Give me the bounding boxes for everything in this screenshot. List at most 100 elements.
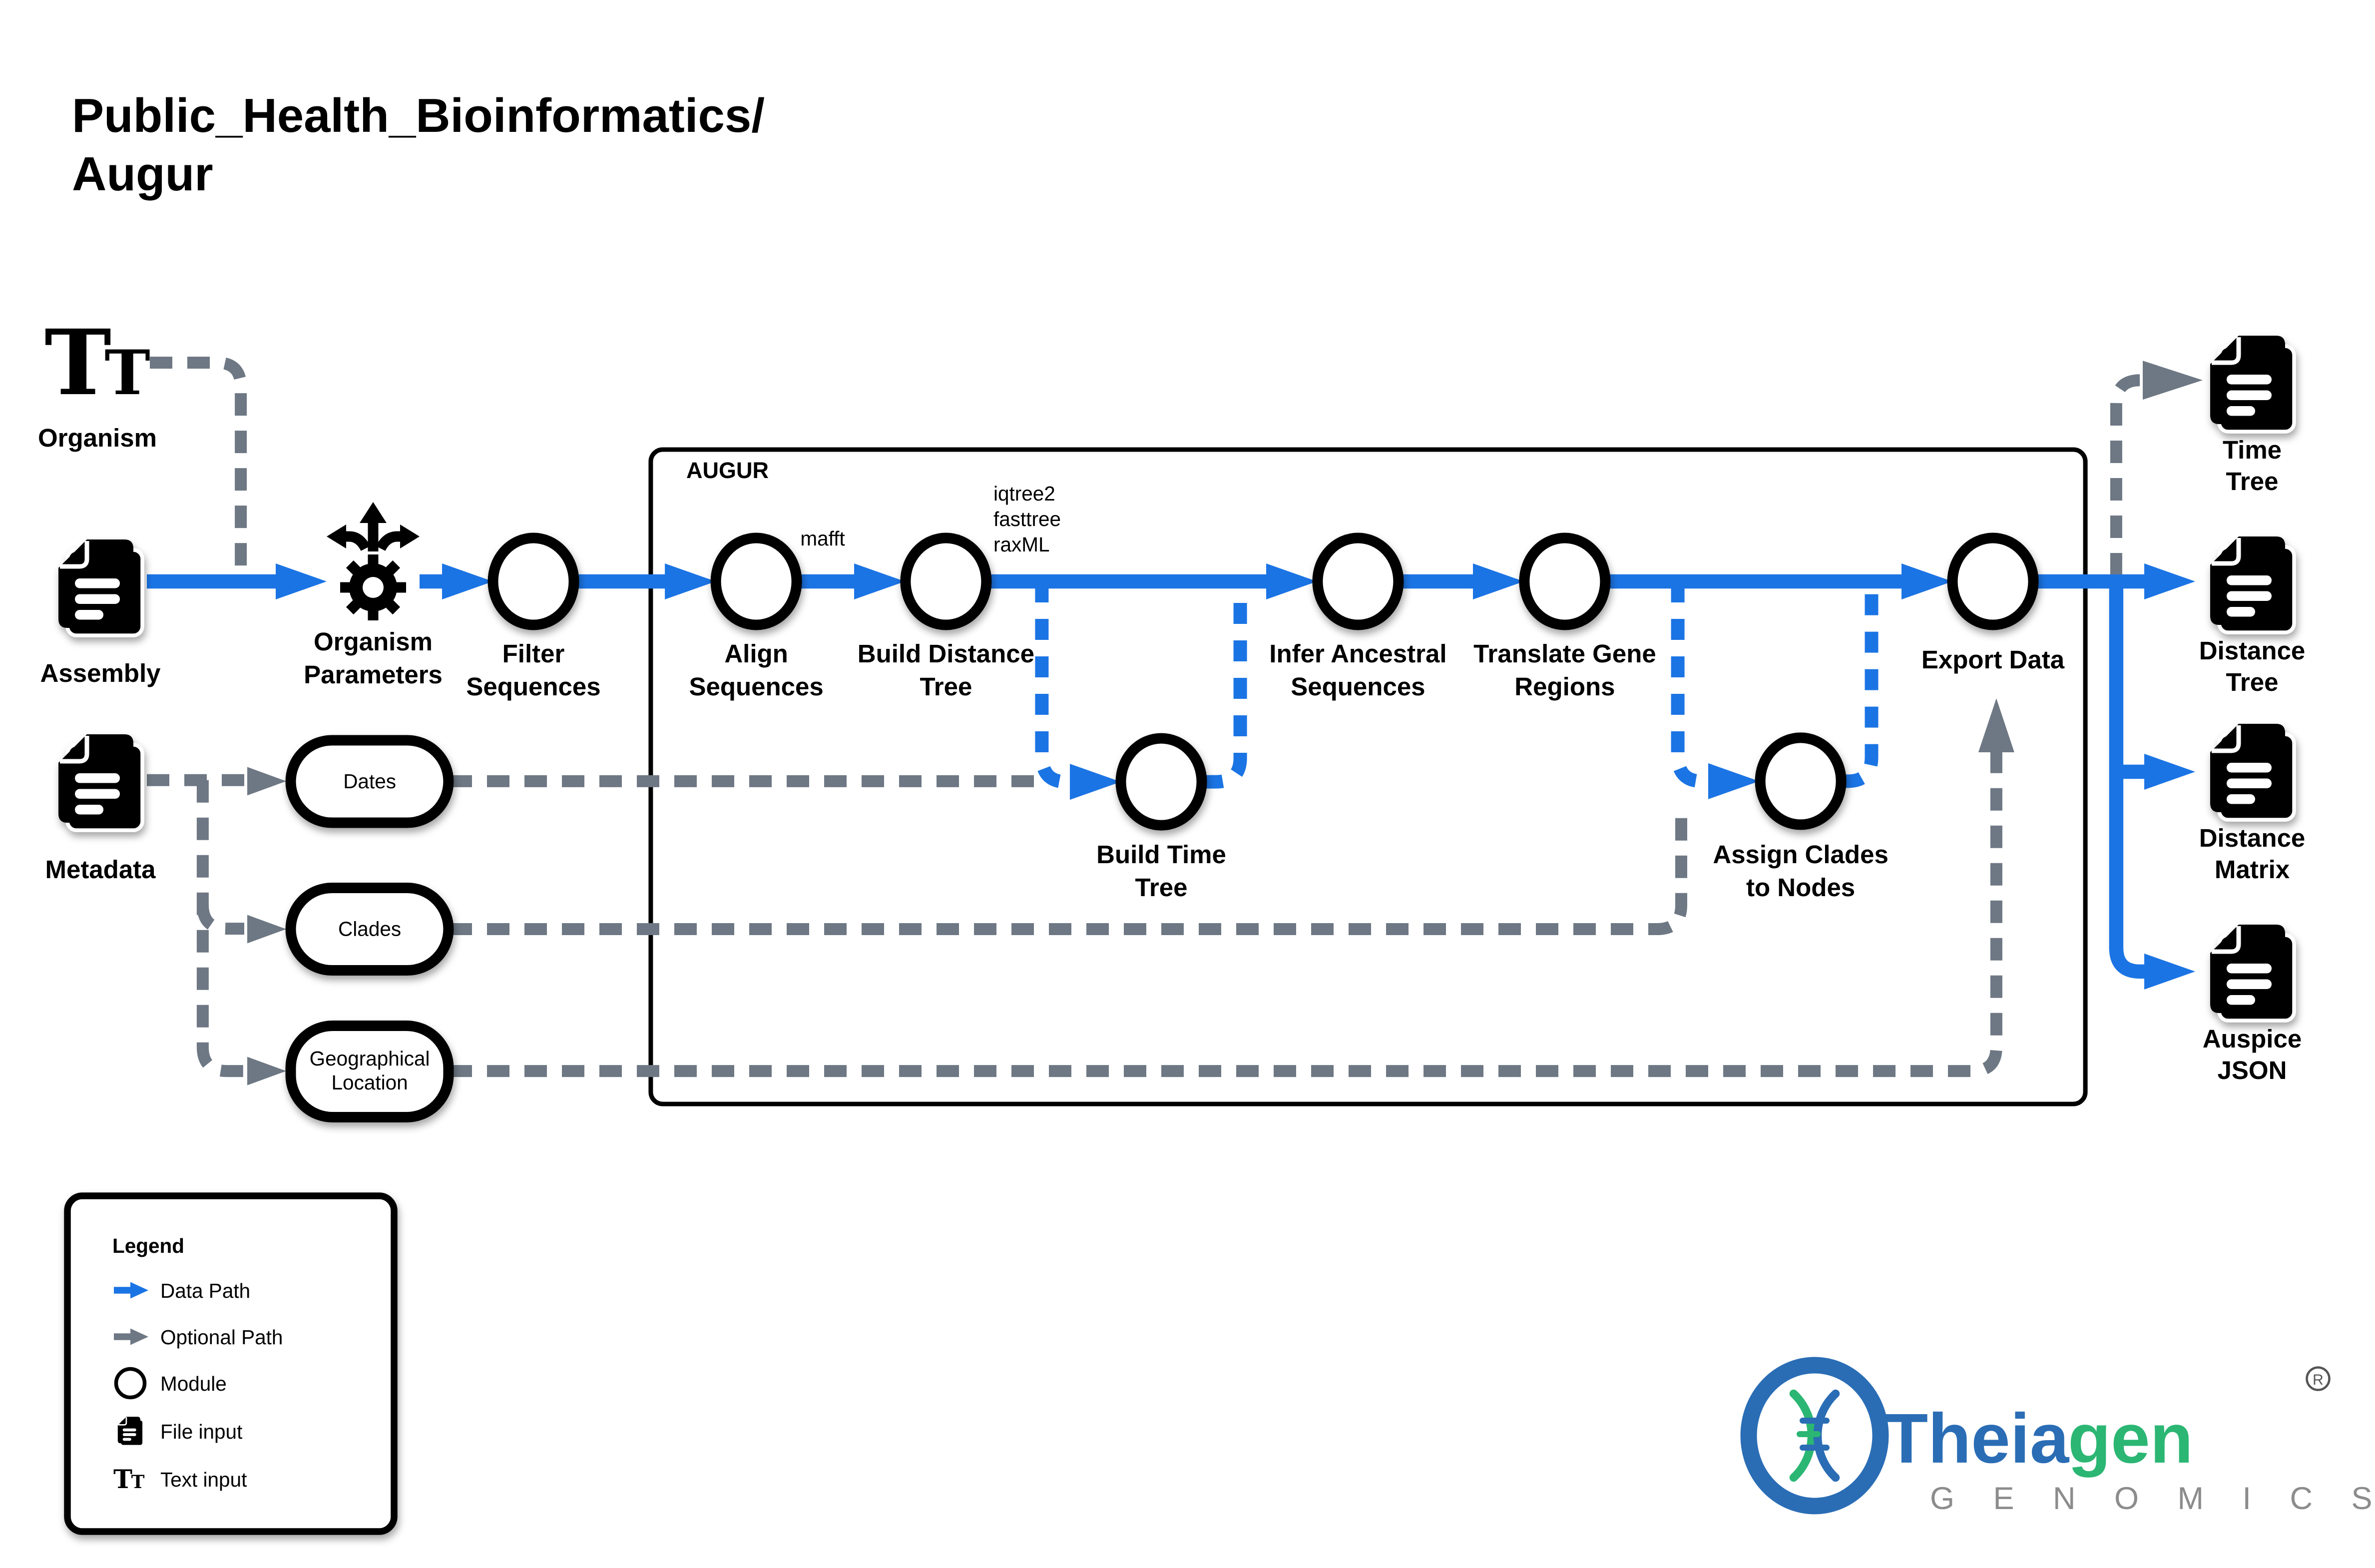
arrowhead-into-exportdata-optional [1978,698,2014,753]
legend-data-path-label: Data Path [160,1279,250,1302]
registered-mark: R [2313,1372,2324,1388]
distancetree-label-line1: Distance [2199,636,2306,665]
buildtime-label-line2: Tree [1135,873,1188,902]
distance-matrix-output: Distance Matrix [2199,724,2306,884]
auspice-json-output: Auspice JSON [2203,925,2302,1084]
module-filter-sequences [487,532,579,630]
arrowhead-into-translate [1473,563,1524,600]
legend-optional-path-label: Optional Path [160,1326,283,1349]
file-input-icon [58,539,142,635]
optional-path-geo-to-export [450,719,2002,1077]
arrowhead-into-geo [247,1056,286,1085]
arrowhead-into-builddistance [854,563,905,600]
file-icon [117,1416,144,1447]
text-input-icon-small: T [131,1472,145,1493]
arrowhead-into-distancetree [2144,563,2195,600]
module-assign-clades-to-nodes [1755,732,1847,830]
dates-pill-label: Dates [343,770,396,793]
optional-path-metadata-trunk [196,780,244,1077]
dna-helix-icon [1789,1389,1840,1482]
gray-arrow-icon-head [130,1328,148,1345]
file-output-icon [2210,925,2294,1021]
clades-pill: Clades [285,883,454,976]
circle-icon [114,1367,147,1400]
text-input-icon: T [113,1465,132,1495]
module-build-time-tree [1115,733,1207,831]
builddistance-tool3: raxML [993,533,1050,556]
distancematrix-label-line1: Distance [2199,824,2306,852]
exportdata-label: Export Data [1921,645,2065,674]
metadata-label: Metadata [45,855,156,884]
arrowhead-into-buildtime [1070,764,1121,800]
arrowhead-into-infer [1266,563,1317,600]
logo-brand-part2: gen [2068,1399,2193,1478]
logo-brand-part1: Theia [1885,1399,2070,1478]
text-input-icon: T [44,310,111,416]
augur-box-label: AUGUR [686,458,769,483]
data-path-branch-down [2109,581,2144,979]
arrowhead-into-filter [442,563,493,600]
builddistance-tool2: fasttree [993,508,1061,530]
organism-label: Organism [38,424,157,452]
legend-module-label: Module [160,1372,227,1395]
geo-pill-label-line2: Location [332,1071,408,1094]
arrowhead-into-dates [247,767,286,796]
geo-pill-label-line1: Geographical [310,1047,430,1070]
data-path-assignclades-up-to-main [1841,581,1879,788]
distancematrix-label-line2: Matrix [2215,855,2290,884]
align-label-line2: Sequences [689,672,823,701]
data-path-down-to-buildtime [1035,581,1070,789]
auspicejson-label-line2: JSON [2218,1056,2287,1084]
page-title-line2: Augur [72,147,213,201]
align-tool-label: mafft [800,527,845,550]
page-title-line1: Public_Health_Bioinformatics/ [72,89,765,142]
align-label-line1: Align [724,639,788,668]
organism-parameters-label-line1: Organism [314,627,433,656]
text-input-icon-small: T [104,337,150,409]
infer-label-line1: Infer Ancestral [1269,639,1446,668]
arrowhead-into-auspicejson [2144,953,2195,990]
gear-directions-icon [327,502,420,621]
module-infer-ancestral-sequences [1312,532,1404,630]
arrowhead-into-clades [247,915,286,944]
timetree-label-line2: Tree [2226,467,2279,496]
builddistance-label-line1: Build Distance [858,639,1034,668]
translate-label-line1: Translate Gene [1473,639,1656,668]
assignclades-label-line2: to Nodes [1746,873,1855,902]
legend: Legend Data Path Optional Path Module Fi… [64,1192,398,1535]
logo-subtitle: G E N O M I C S [1930,1481,2375,1516]
module-export-data [1947,532,2039,630]
organism-input: T T Organism [38,310,157,452]
buildtime-label-line1: Build Time [1096,840,1226,869]
arrowhead-into-assignclades [1708,763,1759,799]
distancetree-label-line2: Tree [2226,668,2279,696]
optional-path-export-to-timetree [2110,374,2147,576]
file-output-icon [2210,724,2294,820]
module-build-distance-tree [900,532,992,630]
assembly-input: Assembly [40,539,161,687]
arrowhead-into-timetree [2143,361,2203,400]
geographical-location-pill: Geographical Location [285,1021,454,1123]
blue-arrow-icon-head [130,1282,148,1299]
clades-pill-label: Clades [338,918,401,941]
data-path-down-to-assignclades [1671,581,1708,788]
optional-path-metadata-to-clades [196,904,244,935]
legend-text-input-label: Text input [160,1468,247,1491]
arrowhead-into-export [1901,563,1952,600]
time-tree-output: Time Tree [2210,336,2294,496]
module-translate-gene-regions [1519,532,1611,630]
data-path-buildtime-up-to-main [1202,581,1247,789]
module-align-sequences [710,532,802,630]
builddistance-tool1: iqtree2 [993,482,1055,505]
organism-parameters-label-line2: Parameters [304,660,443,689]
builddistance-label-line2: Tree [920,672,972,701]
metadata-input: Metadata [45,734,156,884]
optional-path-organism-to-main [150,357,247,576]
auspicejson-label-line1: Auspice [2203,1025,2302,1053]
legend-file-input-label: File input [160,1420,242,1443]
filter-label-line2: Sequences [466,672,600,701]
assembly-label: Assembly [40,659,161,687]
optional-path-clades-to-assign [450,809,1687,936]
file-output-icon [2210,536,2294,632]
